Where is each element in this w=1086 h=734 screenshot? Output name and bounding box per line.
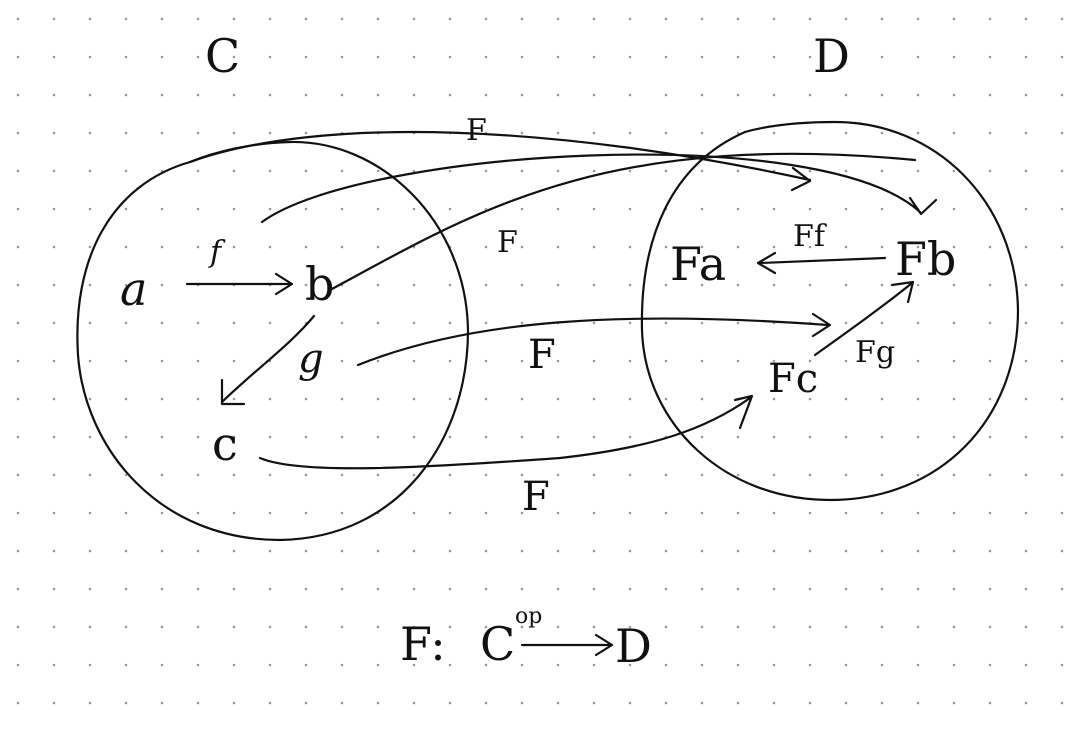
morphism-ff-label: Ff [793, 219, 827, 254]
signature-lhs: F: [400, 617, 446, 671]
morphism-f-arrow [185, 272, 294, 296]
category-d-label: D [813, 29, 850, 83]
functor-label-top: F [466, 113, 487, 148]
functor-label-lower: F [522, 474, 550, 520]
object-c: c [212, 417, 238, 471]
functor-label-middle: F [528, 332, 556, 378]
morphism-g-arrow [220, 314, 316, 406]
category-c-circle [76, 140, 470, 542]
signature-arrow [520, 633, 614, 657]
functor-arrow-g-to-fg [356, 312, 832, 367]
object-fc: Fc [768, 356, 818, 402]
functor-arrow-b-to-fb [328, 152, 917, 292]
object-a: a [120, 262, 147, 316]
signature-superscript: op [515, 604, 542, 629]
morphism-g-label: g [298, 336, 324, 382]
functor-arrow-f-to-ff [260, 153, 938, 224]
functor-signature: F: C op D [400, 604, 652, 673]
signature-target: D [615, 619, 652, 673]
object-b: b [305, 257, 334, 311]
morphism-ff-arrow [756, 251, 887, 275]
signature-base: C [480, 617, 515, 671]
object-fb: Fb [895, 232, 956, 286]
object-fa: Fa [670, 237, 726, 291]
functor-arrow-c-to-fc [258, 394, 754, 470]
category-c-label: C [205, 29, 240, 83]
functor-label-upper: F [497, 225, 518, 260]
morphism-fg-label: Fg [855, 335, 895, 370]
category-d-circle [640, 120, 1020, 502]
morphism-fg-arrow [813, 280, 915, 357]
functor-arrow-a-to-fa [188, 130, 812, 192]
